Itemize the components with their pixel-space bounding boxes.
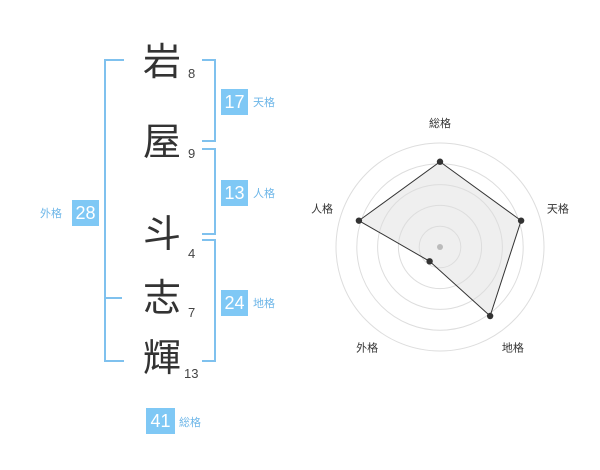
radar-axis-label-1: 総格: [429, 116, 451, 130]
tenkaku-bracket: [202, 59, 216, 142]
jinkaku-value-badge: 13: [221, 180, 248, 206]
radar-center-point: [437, 244, 443, 250]
soukaku-value-badge: 41: [146, 408, 175, 434]
name-char-3: 斗: [142, 212, 181, 256]
stroke-count-5: 13: [184, 366, 199, 381]
radar-ring-2: [397, 204, 483, 290]
radar-fill: [358, 161, 522, 316]
radar-axis-label-4: 外格: [356, 340, 378, 354]
stroke-count-3: 4: [188, 246, 196, 261]
name-char-1: 岩: [142, 40, 181, 84]
radar-point-5: [355, 217, 363, 224]
radar-point-1: [436, 158, 444, 165]
chikaku-label: 地格: [253, 297, 275, 310]
gaikaku-bracket: [104, 59, 124, 362]
radar-point-3: [486, 312, 494, 320]
stroke-count-2: 9: [188, 146, 196, 161]
radar-ring-4: [356, 163, 524, 331]
radar-axis-label-5: 人格: [311, 202, 333, 216]
name-char-2: 屋: [142, 120, 181, 164]
stroke-count-4: 7: [188, 305, 196, 320]
jinkaku-label: 人格: [253, 187, 275, 200]
tenkaku-label: 天格: [253, 96, 275, 109]
radar-ring-3: [377, 184, 503, 310]
chikaku-value-badge: 24: [221, 290, 248, 316]
radar-ring-1: [418, 225, 462, 269]
soukaku-label: 総格: [179, 416, 201, 429]
gaikaku-label: 外格: [40, 207, 62, 220]
radar-point-2: [517, 217, 525, 224]
gaikaku-bracket-divider: [104, 297, 122, 299]
stroke-count-1: 8: [188, 66, 196, 81]
radar-point-4: [426, 258, 433, 265]
tenkaku-value-badge: 17: [221, 89, 248, 115]
radar-ring-5: [335, 142, 545, 352]
name-char-5: 輝: [142, 336, 181, 380]
chikaku-bracket: [202, 239, 216, 362]
radar-outline: [357, 161, 522, 317]
radar-axis-label-2: 天格: [547, 202, 569, 216]
name-char-4: 志: [142, 276, 181, 320]
gaikaku-value-badge: 28: [72, 200, 99, 226]
radar-axis-label-3: 地格: [502, 340, 524, 354]
jinkaku-bracket: [202, 148, 216, 235]
